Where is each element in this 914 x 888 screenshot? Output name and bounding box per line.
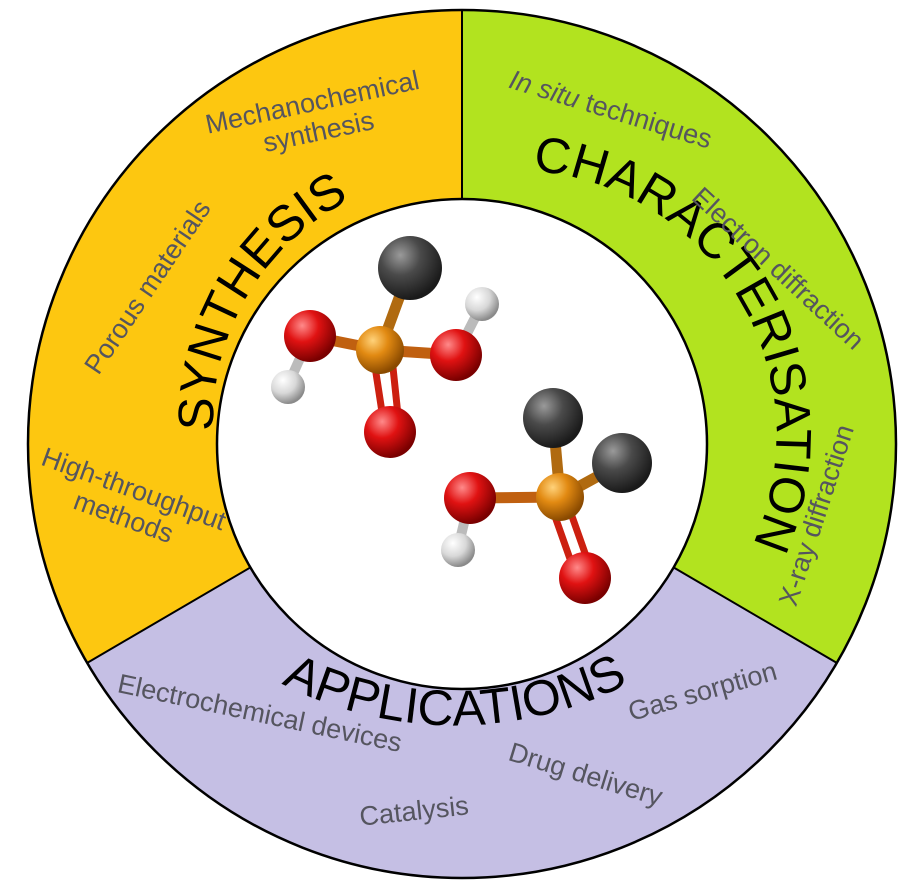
molecule-1-phosphorus-atom xyxy=(356,326,404,374)
molecule-1-oxygen-atom-1 xyxy=(284,310,336,362)
molecule-1-oxygen-atom-2 xyxy=(430,329,482,381)
divider-left xyxy=(86,562,259,664)
molecule-1 xyxy=(271,236,499,458)
molecule-2 xyxy=(441,388,652,604)
molecule-1-oxygen-atom-3 xyxy=(364,406,416,458)
outer-ring-outline xyxy=(26,8,898,880)
molecule-2-phosphorus-atom xyxy=(536,473,584,521)
molecule-2-oxygen-atom-2 xyxy=(559,552,611,604)
molecule-2-carbon-atom-1 xyxy=(523,388,583,448)
molecule-2-oxygen-atom-1 xyxy=(444,472,496,524)
molecule-2-carbon-atom-2 xyxy=(592,433,652,493)
molecule-1-carbon-atom xyxy=(378,236,442,300)
molecule-2-hydrogen-atom xyxy=(441,533,475,567)
molecule-1-hydrogen-atom-2 xyxy=(271,370,305,404)
divider-right xyxy=(665,562,838,664)
molecule-1-hydrogen-atom-1 xyxy=(465,287,499,321)
